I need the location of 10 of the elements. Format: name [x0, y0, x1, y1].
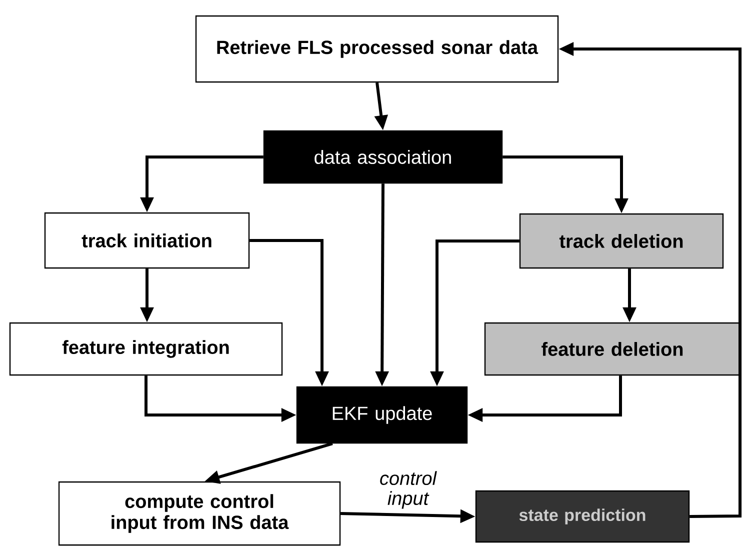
process-box: state prediction: [475, 490, 690, 543]
process-box: compute control input from INS data: [58, 481, 341, 546]
edge-label: control input: [367, 470, 449, 510]
process-box: EKF update: [296, 386, 468, 444]
process-box: data association: [263, 130, 503, 184]
process-box: Retrieve FLS processed sonar data: [195, 15, 559, 83]
process-box: feature integration: [9, 322, 283, 376]
process-box: track deletion: [519, 213, 724, 269]
process-box: feature deletion: [484, 322, 741, 376]
process-box: track initiation: [44, 212, 250, 269]
